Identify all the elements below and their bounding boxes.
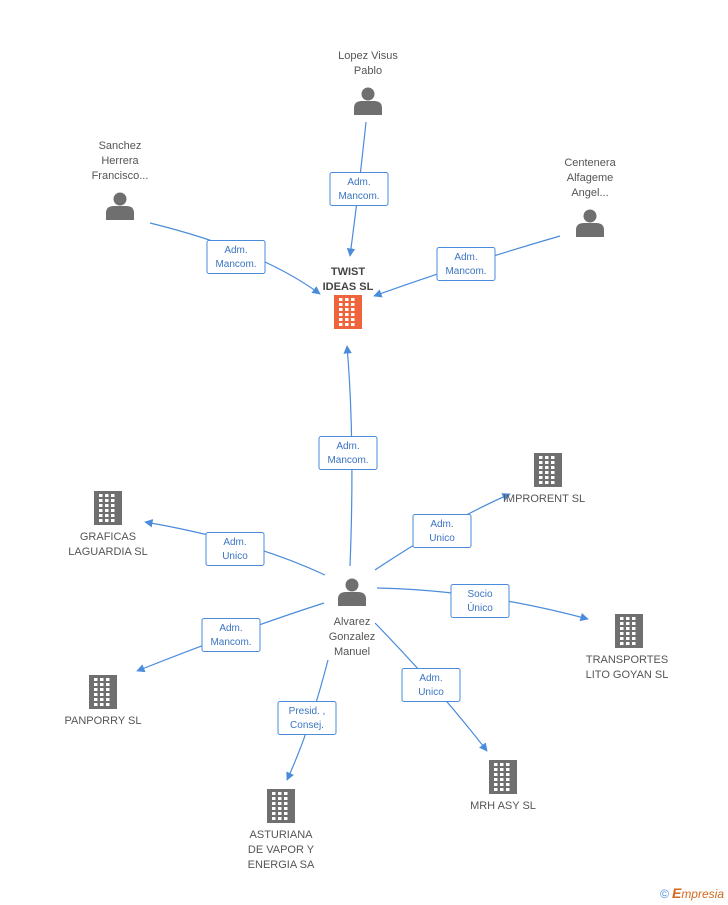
edge-label-line: Adm. bbox=[454, 252, 477, 263]
edge-label-box[interactable] bbox=[450, 584, 510, 618]
edge-label-line: Socio bbox=[467, 589, 492, 600]
edge-lopez-twist: Adm. Mancom. bbox=[329, 121, 389, 257]
node-label: MRH ASY SL bbox=[470, 800, 536, 812]
node-label: TRANSPORTES bbox=[586, 654, 668, 666]
node-label: GRAFICAS bbox=[80, 531, 136, 543]
person-icon bbox=[106, 192, 134, 220]
copyright-symbol: © bbox=[660, 887, 669, 901]
edge-centenera-twist: Adm. Mancom. bbox=[373, 235, 561, 298]
edge-label-line: Adm. bbox=[223, 537, 246, 548]
edge-sanchez-twist: Adm. Mancom. bbox=[149, 222, 321, 295]
person-icon bbox=[354, 87, 382, 115]
edge-label-line: Unico bbox=[429, 533, 455, 544]
edge-label-line: Mancom. bbox=[445, 266, 486, 277]
edge-alvarez-improrent: Adm. Unico bbox=[374, 493, 511, 571]
node-improrent[interactable]: IMPRORENT SL bbox=[503, 453, 585, 505]
edges: Adm. Mancom. Adm. Mancom. Adm. Mancom. Adm. Man… bbox=[136, 121, 589, 781]
node-label: LITO GOYAN SL bbox=[586, 669, 669, 681]
node-centenera[interactable]: CenteneraAlfagemeAngel... bbox=[564, 157, 617, 237]
brand-initial: E bbox=[671, 885, 682, 901]
node-label: Centenera bbox=[564, 157, 616, 169]
edge-label-line: Adm. bbox=[347, 177, 370, 188]
edge-label-line: Consej. bbox=[290, 720, 324, 731]
edge-label-line: Mancom. bbox=[215, 259, 256, 270]
node-transportes[interactable]: TRANSPORTES LITO GOYAN SL bbox=[586, 614, 669, 681]
edge-label-box[interactable] bbox=[318, 436, 378, 470]
edge-label-box[interactable] bbox=[206, 240, 266, 274]
empresia-watermark: ©Empresia bbox=[660, 885, 724, 901]
person-icon bbox=[576, 209, 604, 237]
node-label: Angel... bbox=[571, 187, 608, 199]
edge-alvarez-twist: Adm. Mancom. bbox=[318, 345, 378, 567]
node-label: Sanchez bbox=[99, 140, 142, 152]
edge-label-line: Único bbox=[467, 601, 493, 614]
node-panporry[interactable]: PANPORRY SL bbox=[64, 675, 142, 727]
edge-alvarez-panporry: Adm. Mancom. bbox=[136, 602, 325, 673]
edge-alvarez-asturiana: Presid. , Consej. bbox=[277, 659, 337, 781]
node-label: LAGUARDIA SL bbox=[68, 546, 147, 558]
building-icon bbox=[89, 675, 117, 709]
edge-label-box[interactable] bbox=[277, 701, 337, 735]
edge-label-box[interactable] bbox=[436, 247, 496, 281]
edge-label-box[interactable] bbox=[329, 172, 389, 206]
node-label: PANPORRY SL bbox=[64, 715, 141, 727]
edge-label-line: Mancom. bbox=[210, 637, 251, 648]
node-twist[interactable]: TWIST IDEAS SL bbox=[323, 266, 374, 329]
node-label: Alfageme bbox=[567, 172, 613, 184]
edge-label-box[interactable] bbox=[205, 532, 265, 566]
node-label: TWIST bbox=[331, 266, 365, 278]
node-sanchez[interactable]: SanchezHerreraFrancisco... bbox=[92, 140, 149, 220]
node-label: Herrera bbox=[101, 155, 139, 167]
person-icon bbox=[338, 578, 366, 606]
node-label: Lopez Visus bbox=[338, 50, 398, 62]
node-label: Gonzalez bbox=[329, 631, 375, 643]
edge-label-line: Adm. bbox=[219, 623, 242, 634]
edge-label-box[interactable] bbox=[201, 618, 261, 652]
edge-label-line: Presid. , bbox=[289, 706, 326, 717]
node-mrh[interactable]: MRH ASY SL bbox=[470, 760, 536, 812]
node-label: DE VAPOR Y bbox=[248, 844, 315, 856]
brand-name: mpresia bbox=[681, 887, 724, 901]
node-label: Alvarez bbox=[334, 616, 371, 628]
nodes: TWIST IDEAS SL Lopez VisusPabloSanchezHerr… bbox=[64, 50, 668, 871]
node-label: Francisco... bbox=[92, 170, 149, 182]
node-label: IMPRORENT SL bbox=[503, 493, 585, 505]
building-icon bbox=[489, 760, 517, 794]
edge-label-line: Adm. bbox=[430, 519, 453, 530]
node-label: ENERGIA SA bbox=[248, 859, 315, 871]
edge-label-line: Mancom. bbox=[338, 191, 379, 202]
node-graficas[interactable]: GRAFICAS LAGUARDIA SL bbox=[68, 491, 148, 558]
building-icon bbox=[94, 491, 122, 525]
edge-label-line: Unico bbox=[418, 687, 444, 698]
node-label: ASTURIANA bbox=[250, 829, 314, 841]
node-label: Manuel bbox=[334, 646, 370, 658]
node-label: Pablo bbox=[354, 65, 382, 77]
edge-label-line: Adm. bbox=[336, 441, 359, 452]
edge-label-box[interactable] bbox=[401, 668, 461, 702]
node-label: IDEAS SL bbox=[323, 281, 374, 293]
building-icon bbox=[534, 453, 562, 487]
edge-label-line: Unico bbox=[222, 551, 248, 562]
edge-label-line: Adm. bbox=[419, 673, 442, 684]
building-icon bbox=[334, 295, 362, 329]
building-icon bbox=[267, 789, 295, 823]
edge-label-line: Adm. bbox=[224, 245, 247, 256]
edge-label-line: Mancom. bbox=[327, 455, 368, 466]
edge-alvarez-mrh: Adm. Unico bbox=[374, 622, 488, 752]
edge-alvarez-graficas: Adm. Unico bbox=[144, 519, 326, 576]
building-icon bbox=[615, 614, 643, 648]
edge-label-box[interactable] bbox=[412, 514, 472, 548]
node-asturiana[interactable]: ASTURIANA DE VAPOR Y ENERGIA SA bbox=[248, 789, 315, 871]
